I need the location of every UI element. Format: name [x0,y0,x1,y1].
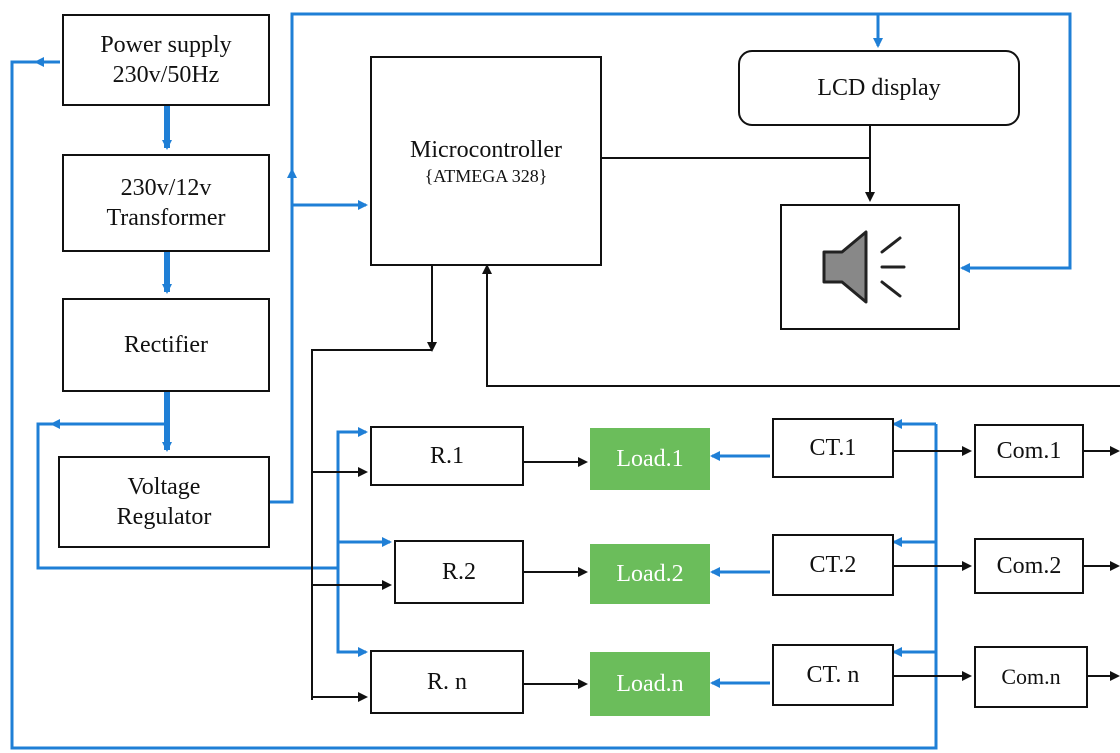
power-supply-block: Power supply 230v/50Hz [62,14,270,106]
current-transformer-block: CT.2 [772,534,894,596]
comparator-label: Com.n [1001,664,1061,690]
comparator-block: Com.2 [974,538,1084,594]
relay-label: R. n [426,669,467,695]
relay-block: R. n [370,650,524,714]
load-label: Load.2 [616,561,684,587]
voltage-regulator-block: Voltage Regulator [58,456,270,548]
load-label: Load.1 [616,446,684,472]
lcd-display-block: LCD display [738,50,1020,126]
power-supply-rating: 230v/50Hz [112,62,220,88]
transformer-block: 230v/12v Transformer [62,154,270,252]
buzzer-block [780,204,960,330]
speaker-icon [822,230,906,304]
microcontroller-model: {ATMEGA 328} [424,165,548,186]
relay-label: R.1 [429,443,464,469]
comparator-block: Com.1 [974,424,1084,478]
relay-block: R.1 [370,426,524,486]
transformer-title: Transformer [106,205,226,231]
current-transformer-block: CT. n [772,644,894,706]
current-transformer-block: CT.1 [772,418,894,478]
voltage-regulator-line1: Voltage [127,474,201,500]
power-distribution-lines [10,12,1072,750]
signal-lines [311,110,1120,702]
current-transformer-label: CT. n [806,662,860,688]
lcd-display-label: LCD display [817,75,941,101]
relay-label: R.2 [441,559,476,585]
rectifier-label: Rectifier [124,332,208,358]
transformer-rating: 230v/12v [120,175,212,201]
comparator-label: Com.2 [996,553,1062,579]
voltage-regulator-line2: Regulator [116,504,212,530]
load-block: Load.1 [590,428,710,490]
current-transformer-label: CT.1 [809,435,857,461]
rectifier-block: Rectifier [62,298,270,392]
comparator-label: Com.1 [996,438,1062,464]
relay-block: R.2 [394,540,524,604]
microcontroller-block: Microcontroller {ATMEGA 328} [370,56,602,266]
load-block: Load.2 [590,544,710,604]
power-supply-title: Power supply [100,32,232,58]
current-transformer-label: CT.2 [809,552,857,578]
comparator-block: Com.n [974,646,1088,708]
load-label: Load.n [616,671,684,697]
load-block: Load.n [590,652,710,716]
microcontroller-title: Microcontroller [410,136,562,163]
